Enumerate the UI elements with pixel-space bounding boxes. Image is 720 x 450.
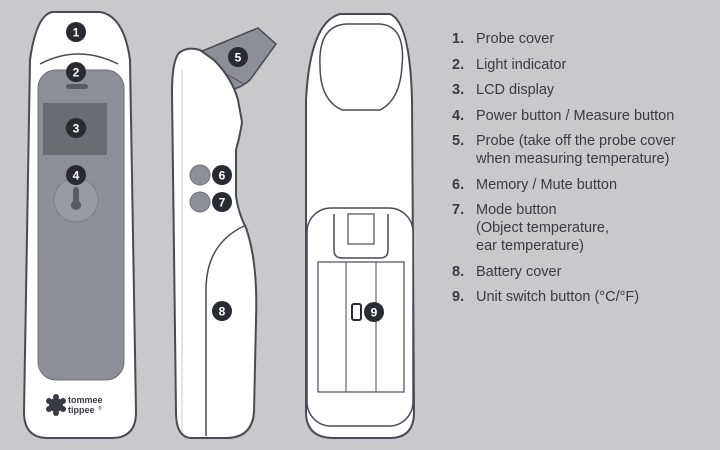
legend-number: 4.: [452, 107, 465, 124]
legend-line: Light indicator: [476, 56, 567, 73]
marker-3-circle: [66, 118, 86, 138]
marker-1: 1: [66, 22, 86, 42]
marker-9-label: 9: [371, 306, 378, 320]
legend-line: Battery cover: [476, 263, 562, 280]
legend-line: Memory / Mute button: [476, 176, 618, 193]
marker-9: 9: [364, 302, 384, 322]
legend-item-power-measure-button: 4. Power button / Measure button: [452, 107, 720, 125]
marker-5-circle: [228, 47, 248, 67]
marker-4-circle: [66, 165, 86, 185]
battery-compartment: [317, 261, 405, 393]
marker-2-label: 2: [73, 66, 80, 80]
legend-item-battery-cover: 8. Battery cover: [452, 263, 720, 281]
legend-line: (Object temperature,: [476, 220, 609, 236]
light-indicator: [66, 84, 88, 89]
legend-text: Battery cover: [476, 263, 720, 281]
legend-text: Probe (take off the probe cover when mea…: [476, 132, 720, 168]
brand-star-icon: [46, 394, 66, 416]
battery-latch-tab: [347, 213, 375, 245]
legend-text: Light indicator: [476, 56, 720, 74]
marker-8: 8: [212, 301, 232, 321]
battery-cover-seam: [205, 225, 245, 436]
marker-1-circle: [66, 22, 86, 42]
side-view: [170, 27, 278, 439]
marker-3: 3: [66, 118, 86, 138]
marker-6-label: 6: [219, 169, 226, 183]
marker-7-circle: [212, 192, 232, 212]
legend-number: 2.: [452, 56, 465, 73]
legend-item-memory-mute-button: 6. Memory / Mute button: [452, 176, 720, 194]
marker-5: 5: [228, 47, 248, 67]
side-body: [170, 47, 258, 439]
thermometer-icon: [71, 187, 81, 210]
battery-latch: [333, 214, 389, 259]
mode-button: [189, 191, 211, 213]
marker-7-label: 7: [219, 196, 226, 210]
legend-line: Power button / Measure button: [476, 107, 675, 124]
legend-line: when measuring temperature): [476, 151, 670, 167]
legend-text: Power button / Measure button: [476, 107, 720, 125]
marker-4-label: 4: [73, 169, 80, 183]
legend-text: Memory / Mute button: [476, 176, 720, 194]
legend-number: 5.: [452, 133, 465, 149]
legend-text: LCD display: [476, 81, 720, 99]
legend-text: Probe cover: [476, 30, 720, 48]
legend-line: ear temperature): [476, 238, 584, 254]
memory-mute-button: [189, 164, 211, 186]
legend-number: 7.: [452, 202, 465, 218]
front-view: tommee tippee ®: [22, 11, 138, 439]
legend-line: Unit switch button (°C/°F): [476, 289, 640, 305]
brand-registered-mark: ®: [98, 405, 102, 412]
marker-5-label: 5: [235, 51, 242, 65]
unit-switch-button: [351, 303, 362, 321]
marker-7: 7: [212, 192, 232, 212]
marker-1-label: 1: [73, 26, 80, 40]
legend-item-mode-button: 7. Mode button (Object temperature, ear …: [452, 201, 720, 255]
legend-item-unit-switch-button: 9. Unit switch button (°C/°F): [452, 288, 720, 306]
legend-text: Unit switch button (°C/°F): [476, 288, 720, 306]
marker-2-circle: [66, 62, 86, 82]
marker-2: 2: [66, 62, 86, 82]
legend-item-probe-cover: 1. Probe cover: [452, 30, 720, 48]
marker-6-circle: [212, 165, 232, 185]
brand-line-1: tommee: [68, 395, 103, 405]
legend-number: 6.: [452, 176, 465, 193]
brand-line-2: tippee: [68, 405, 95, 415]
marker-8-label: 8: [219, 305, 226, 319]
legend-line: Probe cover: [476, 31, 555, 47]
legend-line: LCD display: [476, 82, 555, 98]
parts-legend: 1. Probe cover 2. Light indicator 3. LCD…: [452, 30, 720, 314]
legend-number: 8.: [452, 263, 465, 280]
legend-item-probe: 5. Probe (take off the probe cover when …: [452, 132, 720, 168]
back-view: [305, 13, 416, 439]
brand-logo: tommee tippee ®: [46, 394, 103, 416]
back-probe-cover-outline: [319, 23, 404, 111]
legend-text: Mode button (Object temperature, ear tem…: [476, 201, 720, 255]
legend-item-lcd-display: 3. LCD display: [452, 81, 720, 99]
marker-6: 6: [212, 165, 232, 185]
probe-cover-outline: [39, 53, 119, 65]
legend-line: Mode button: [476, 202, 557, 218]
marker-4: 4: [66, 165, 86, 185]
marker-3-label: 3: [73, 122, 80, 136]
legend-number: 3.: [452, 82, 465, 98]
legend-line: Probe (take off the probe cover: [476, 133, 676, 149]
legend-item-light-indicator: 2. Light indicator: [452, 56, 720, 74]
marker-9-circle: [364, 302, 384, 322]
legend-number: 9.: [452, 289, 465, 305]
legend-number: 1.: [452, 31, 465, 47]
marker-8-circle: [212, 301, 232, 321]
